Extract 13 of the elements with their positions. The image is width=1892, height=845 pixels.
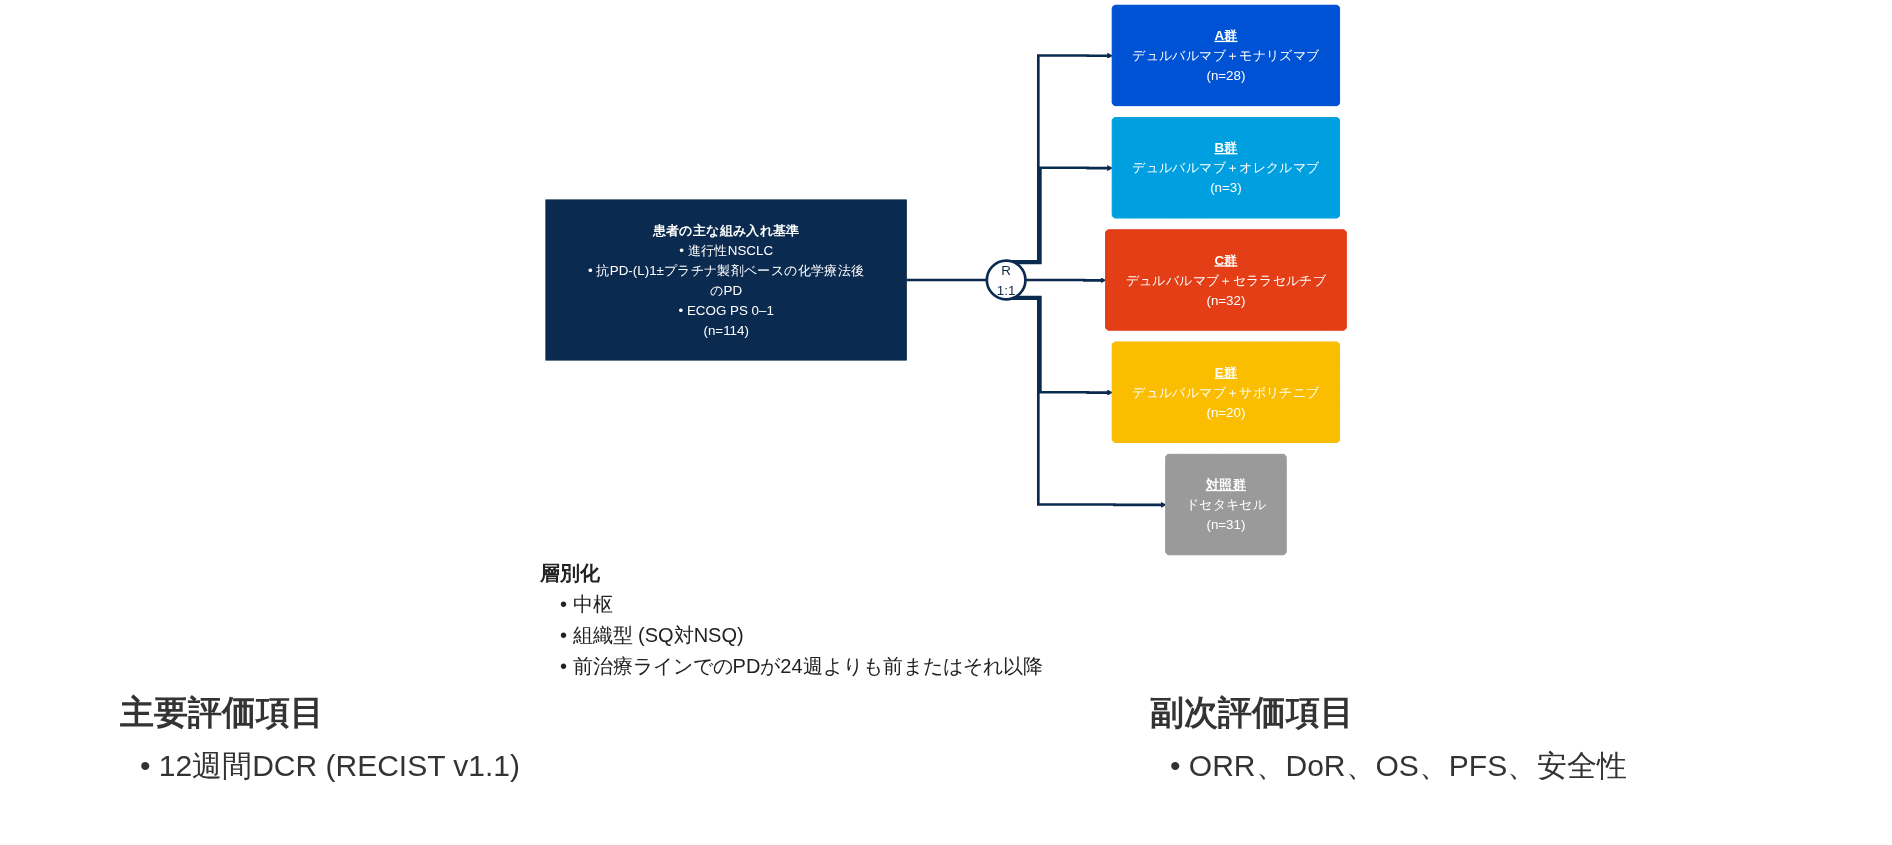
- bullet-item: • ORR、DoR、OS、PFS、安全性: [1170, 748, 1628, 784]
- bullet-item: • 中枢: [560, 592, 614, 617]
- connector: [906, 278, 987, 282]
- bullet-item: • 組織型 (SQ対NSQ): [560, 623, 745, 648]
- bullet-item: • 前治療ラインでのPDが24週よりも前またはそれ以降: [560, 654, 1043, 679]
- node-circle: [985, 259, 1027, 301]
- section-heading: 層別化: [540, 561, 601, 586]
- section-heading: 主要評価項目: [120, 692, 325, 733]
- arrow: [1025, 277, 1107, 284]
- node-box: [545, 199, 907, 361]
- bullet-item: • 12週間DCR (RECIST v1.1): [140, 748, 521, 784]
- flowchart: 患者の主な組み入れ基準 • 進行性NSCLC • 抗PD-(L)1±プラチナ製剤ベースの化学療法後のPD • ECOG PS 0–1 (n=114) R 1:1 A群 デュルバルマブ＋モナリズマブ (n=28) B群 デュルバルマブ＋オレクルマブ (n=3) C群 デュルバルマブ＋セララセルチブ (n=32) E群 デュルバルマブ＋サボリチニブ (n=20) 対照群 ドセタキセル (n=31): [0, 0, 1892, 560]
- section-heading: 副次評価項目: [1150, 692, 1355, 733]
